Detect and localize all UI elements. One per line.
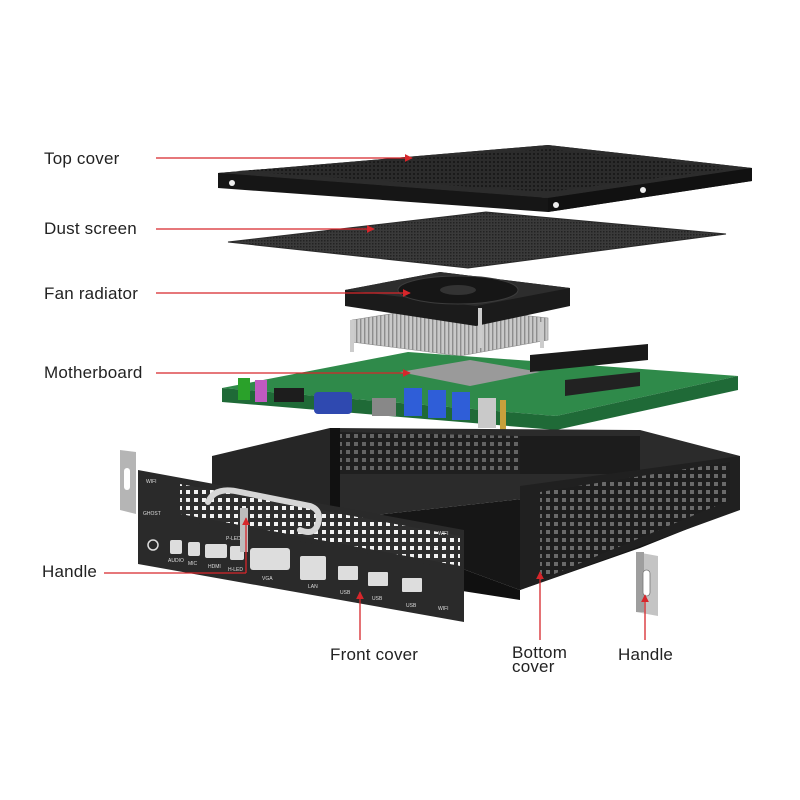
panel-label-p-led: P-LED bbox=[226, 536, 241, 542]
screw-hole-icon bbox=[553, 202, 559, 208]
panel-label-wifi-right-top: WIFI bbox=[438, 531, 449, 537]
panel-label-vga: VGA bbox=[262, 576, 273, 582]
front-cover: WIFI GHOST AUDIO MIC HDMI P-LED H-LED VG… bbox=[120, 450, 464, 622]
label-bottom-cover: Bottom cover bbox=[512, 643, 568, 676]
top-cover bbox=[218, 145, 752, 212]
panel-label-mic: MIC bbox=[188, 561, 198, 567]
panel-label-hdmi: HDMI bbox=[208, 564, 221, 570]
motherboard bbox=[222, 344, 738, 432]
handle-left-grip bbox=[205, 487, 322, 535]
panel-label-wifi-left: WIFI bbox=[146, 479, 157, 485]
label-front-cover: Front cover bbox=[330, 645, 419, 664]
label-bottom-cover-line1: Bottom bbox=[512, 643, 568, 662]
fan-radiator bbox=[345, 272, 570, 357]
label-handle-left: Handle bbox=[42, 562, 98, 581]
label-motherboard: Motherboard bbox=[44, 363, 143, 382]
label-top-cover: Top cover bbox=[44, 149, 120, 168]
panel-label-lan: LAN bbox=[308, 584, 318, 590]
handle-right bbox=[636, 552, 658, 616]
leader-arrows bbox=[104, 154, 649, 640]
panel-label-audio: AUDIO bbox=[168, 558, 184, 564]
panel-label-usb-3: USB bbox=[406, 603, 417, 609]
panel-label-usb-2: USB bbox=[372, 596, 383, 602]
panel-label-ghost: GHOST bbox=[143, 511, 161, 517]
screw-hole-icon bbox=[229, 180, 235, 186]
label-bottom-cover-line2: cover bbox=[512, 656, 555, 676]
screw-hole-icon bbox=[640, 187, 646, 193]
panel-label-wifi-right-bottom: WIFI bbox=[438, 606, 449, 612]
label-fan-radiator: Fan radiator bbox=[44, 284, 139, 303]
panel-label-usb-1: USB bbox=[340, 590, 351, 596]
dust-screen bbox=[227, 211, 727, 269]
label-dust-screen: Dust screen bbox=[44, 219, 137, 238]
label-handle-right: Handle bbox=[618, 645, 674, 664]
power-icon bbox=[147, 539, 159, 551]
panel-label-h-led: H-LED bbox=[228, 567, 243, 573]
